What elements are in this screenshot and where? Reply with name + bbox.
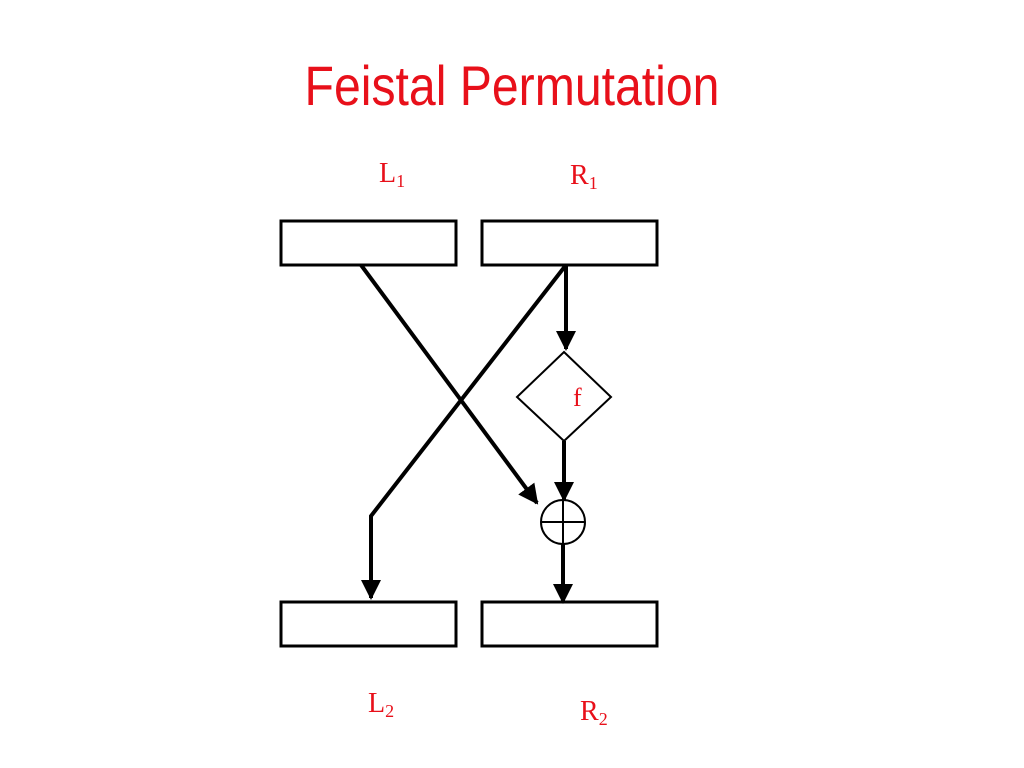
label-r1-letter: R [570, 160, 589, 191]
l2-block [279, 600, 458, 648]
circled-plus-xor-icon [540, 499, 586, 545]
label-r2-sub: 2 [598, 709, 608, 729]
label-l2: L2 [368, 688, 394, 720]
label-r1: R1 [570, 160, 598, 192]
function-label: f [573, 383, 582, 412]
label-r1-sub: 1 [588, 173, 598, 193]
label-r2-letter: R [580, 696, 599, 727]
l1-block [279, 219, 458, 267]
label-l2-sub: 2 [385, 701, 395, 721]
r1-to-l2-arrow [361, 263, 568, 600]
l1-to-xor-arrow [359, 263, 539, 505]
r2-block [480, 600, 659, 648]
label-l1-letter: L [379, 158, 397, 189]
label-r2: R2 [580, 696, 608, 728]
slide-title: Feistal Permutation [304, 54, 720, 117]
r1-block [480, 219, 659, 267]
label-l1: L1 [379, 158, 405, 190]
label-l1-sub: 1 [396, 171, 406, 191]
diamond-function-icon [515, 350, 613, 443]
label-l2-letter: L [368, 688, 386, 719]
